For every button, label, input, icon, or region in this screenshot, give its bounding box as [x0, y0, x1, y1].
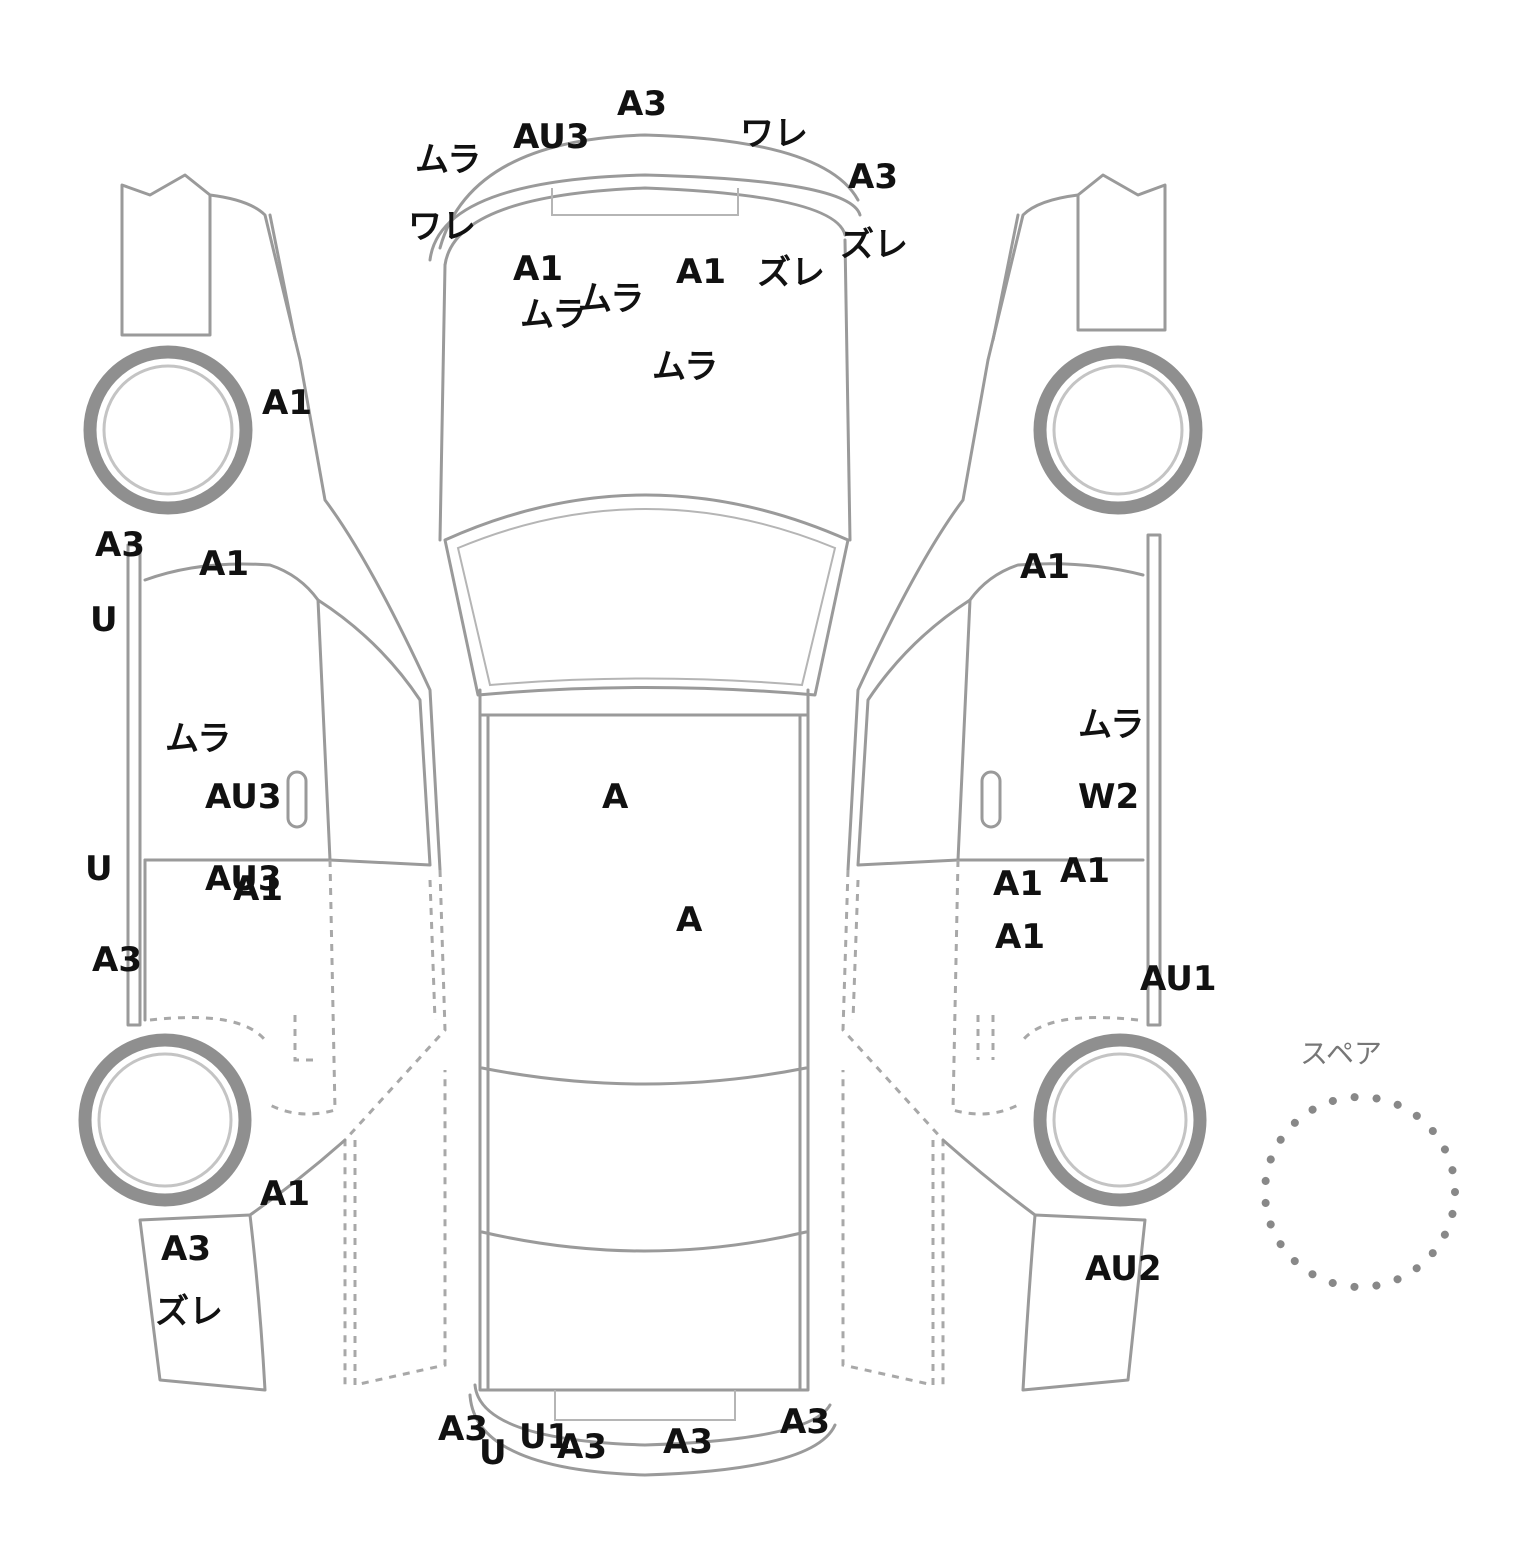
damage-label-rear-bumper-a3-3: A3 — [663, 1422, 713, 1462]
damage-label-hood-a1-left: A1 — [513, 249, 563, 289]
damage-label-left-sill-u-1: U — [90, 600, 118, 640]
damage-label-roof-front-a3: A3 — [617, 84, 667, 124]
damage-label-left-rear-bumper-zure: ズレ — [155, 1292, 223, 1332]
left-side-view-body — [78, 173, 447, 1392]
damage-label-right-door-a1-1: A1 — [1060, 851, 1110, 891]
damage-label-hood-zure-2: ズレ — [757, 253, 825, 293]
top-view-body — [428, 133, 862, 1477]
damage-label-roof-mura-1: ムラ — [415, 140, 482, 180]
damage-label-left-rear-bumper-a3: A3 — [161, 1229, 211, 1269]
damage-label-left-front-fender-a1: A1 — [262, 383, 312, 423]
damage-label-roof-a-1: A — [602, 777, 629, 817]
damage-label-right-door-a1-3: A1 — [995, 917, 1045, 957]
damage-label-right-sill-au1: AU1 — [1140, 959, 1217, 999]
damage-label-left-rear-door-au3: AU3 — [205, 859, 282, 899]
damage-label-right-door-a1-2: A1 — [993, 864, 1043, 904]
damage-label-left-front-door-mura: ムラ — [165, 719, 232, 759]
damage-label-rear-bumper-u: U — [479, 1433, 507, 1473]
damage-label-right-rear-au2: AU2 — [1085, 1249, 1162, 1289]
damage-label-hood-mura-3: ムラ — [578, 279, 645, 319]
damage-label-hood-mura-2: ムラ — [520, 295, 587, 335]
right-side-view-body — [841, 173, 1207, 1392]
damage-label-roof-zure-1: ズレ — [840, 225, 908, 265]
damage-label-left-sill-a3: A3 — [92, 940, 142, 980]
damage-label-rear-bumper-u1: U1 — [519, 1417, 571, 1457]
damage-label-right-front-door-a1: A1 — [1020, 547, 1070, 587]
damage-label-left-pillar-a3: A3 — [95, 525, 145, 565]
damage-label-left-sill-u-2: U — [85, 849, 113, 889]
damage-label-roof-wale-1: ワレ — [740, 114, 808, 154]
damage-label-roof-au3: AU3 — [513, 117, 590, 157]
spare-tire-label: スペア — [1300, 1037, 1383, 1070]
spare-tire-icon — [1261, 1093, 1459, 1291]
damage-label-rear-bumper-a3-2: A3 — [557, 1427, 607, 1467]
damage-label-left-rear-fender-a1: A1 — [260, 1174, 310, 1214]
damage-label-hood-mura-4: ムラ — [652, 347, 719, 387]
damage-label-rear-bumper-a3-1: A3 — [438, 1409, 488, 1449]
damage-label-rear-bumper-a3-4: A3 — [780, 1402, 830, 1442]
damage-label-hood-a1-right: A1 — [676, 252, 726, 292]
damage-label-roof-a-2: A — [676, 900, 703, 940]
damage-label-left-front-door-a1: A1 — [199, 544, 249, 584]
damage-label-roof-wale-2: ワレ — [408, 207, 476, 247]
damage-label-left-rear-door-a1: A1 — [233, 869, 283, 909]
damage-label-right-front-door-mura: ムラ — [1078, 705, 1145, 745]
damage-label-left-front-door-au3: AU3 — [205, 777, 282, 817]
damage-label-roof-a3-right: A3 — [848, 157, 898, 197]
damage-label-right-front-door-w2: W2 — [1078, 777, 1140, 817]
